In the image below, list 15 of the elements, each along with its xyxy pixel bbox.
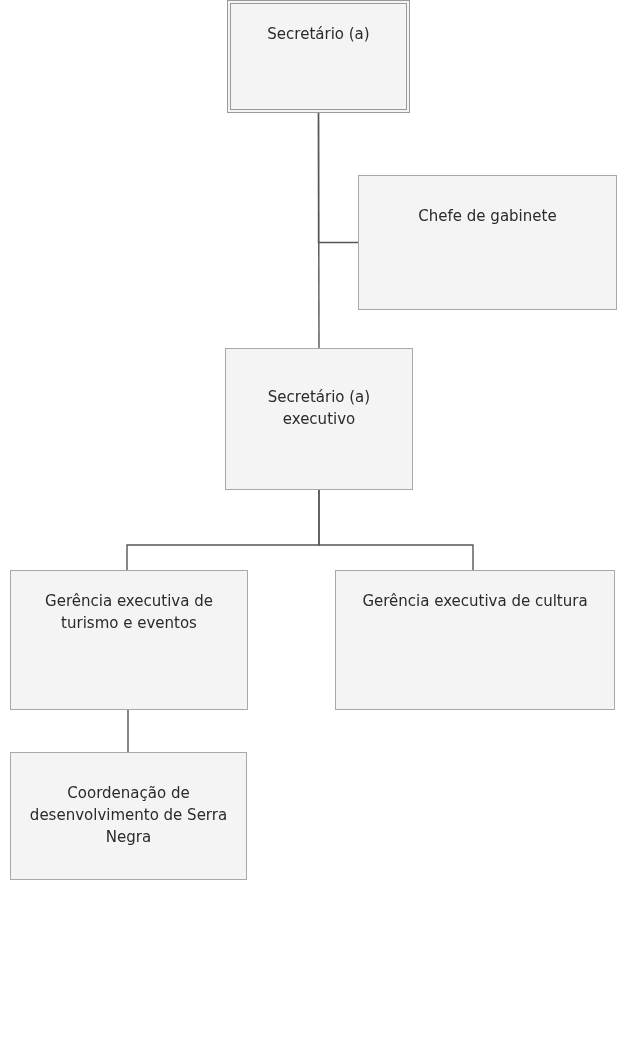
box-label: Gerência executiva de turismo e eventos [44,591,214,634]
org-box [227,0,410,113]
org-box [335,570,615,710]
org-box [358,175,617,310]
connector-line [317,112,320,349]
connector-line [127,709,129,753]
connector-line [318,489,474,571]
box-label: Secretário (a) [267,24,370,45]
box-label: Secretário (a) executivo [266,387,372,430]
box-label: Gerência executiva de cultura [362,591,588,612]
box-label: Chefe de gabinete [418,206,557,227]
org-box [10,752,247,880]
box-label: Coordenação de desenvolvimento de Serra Negra [28,783,229,848]
org-box [225,348,413,490]
org-box [10,570,248,710]
